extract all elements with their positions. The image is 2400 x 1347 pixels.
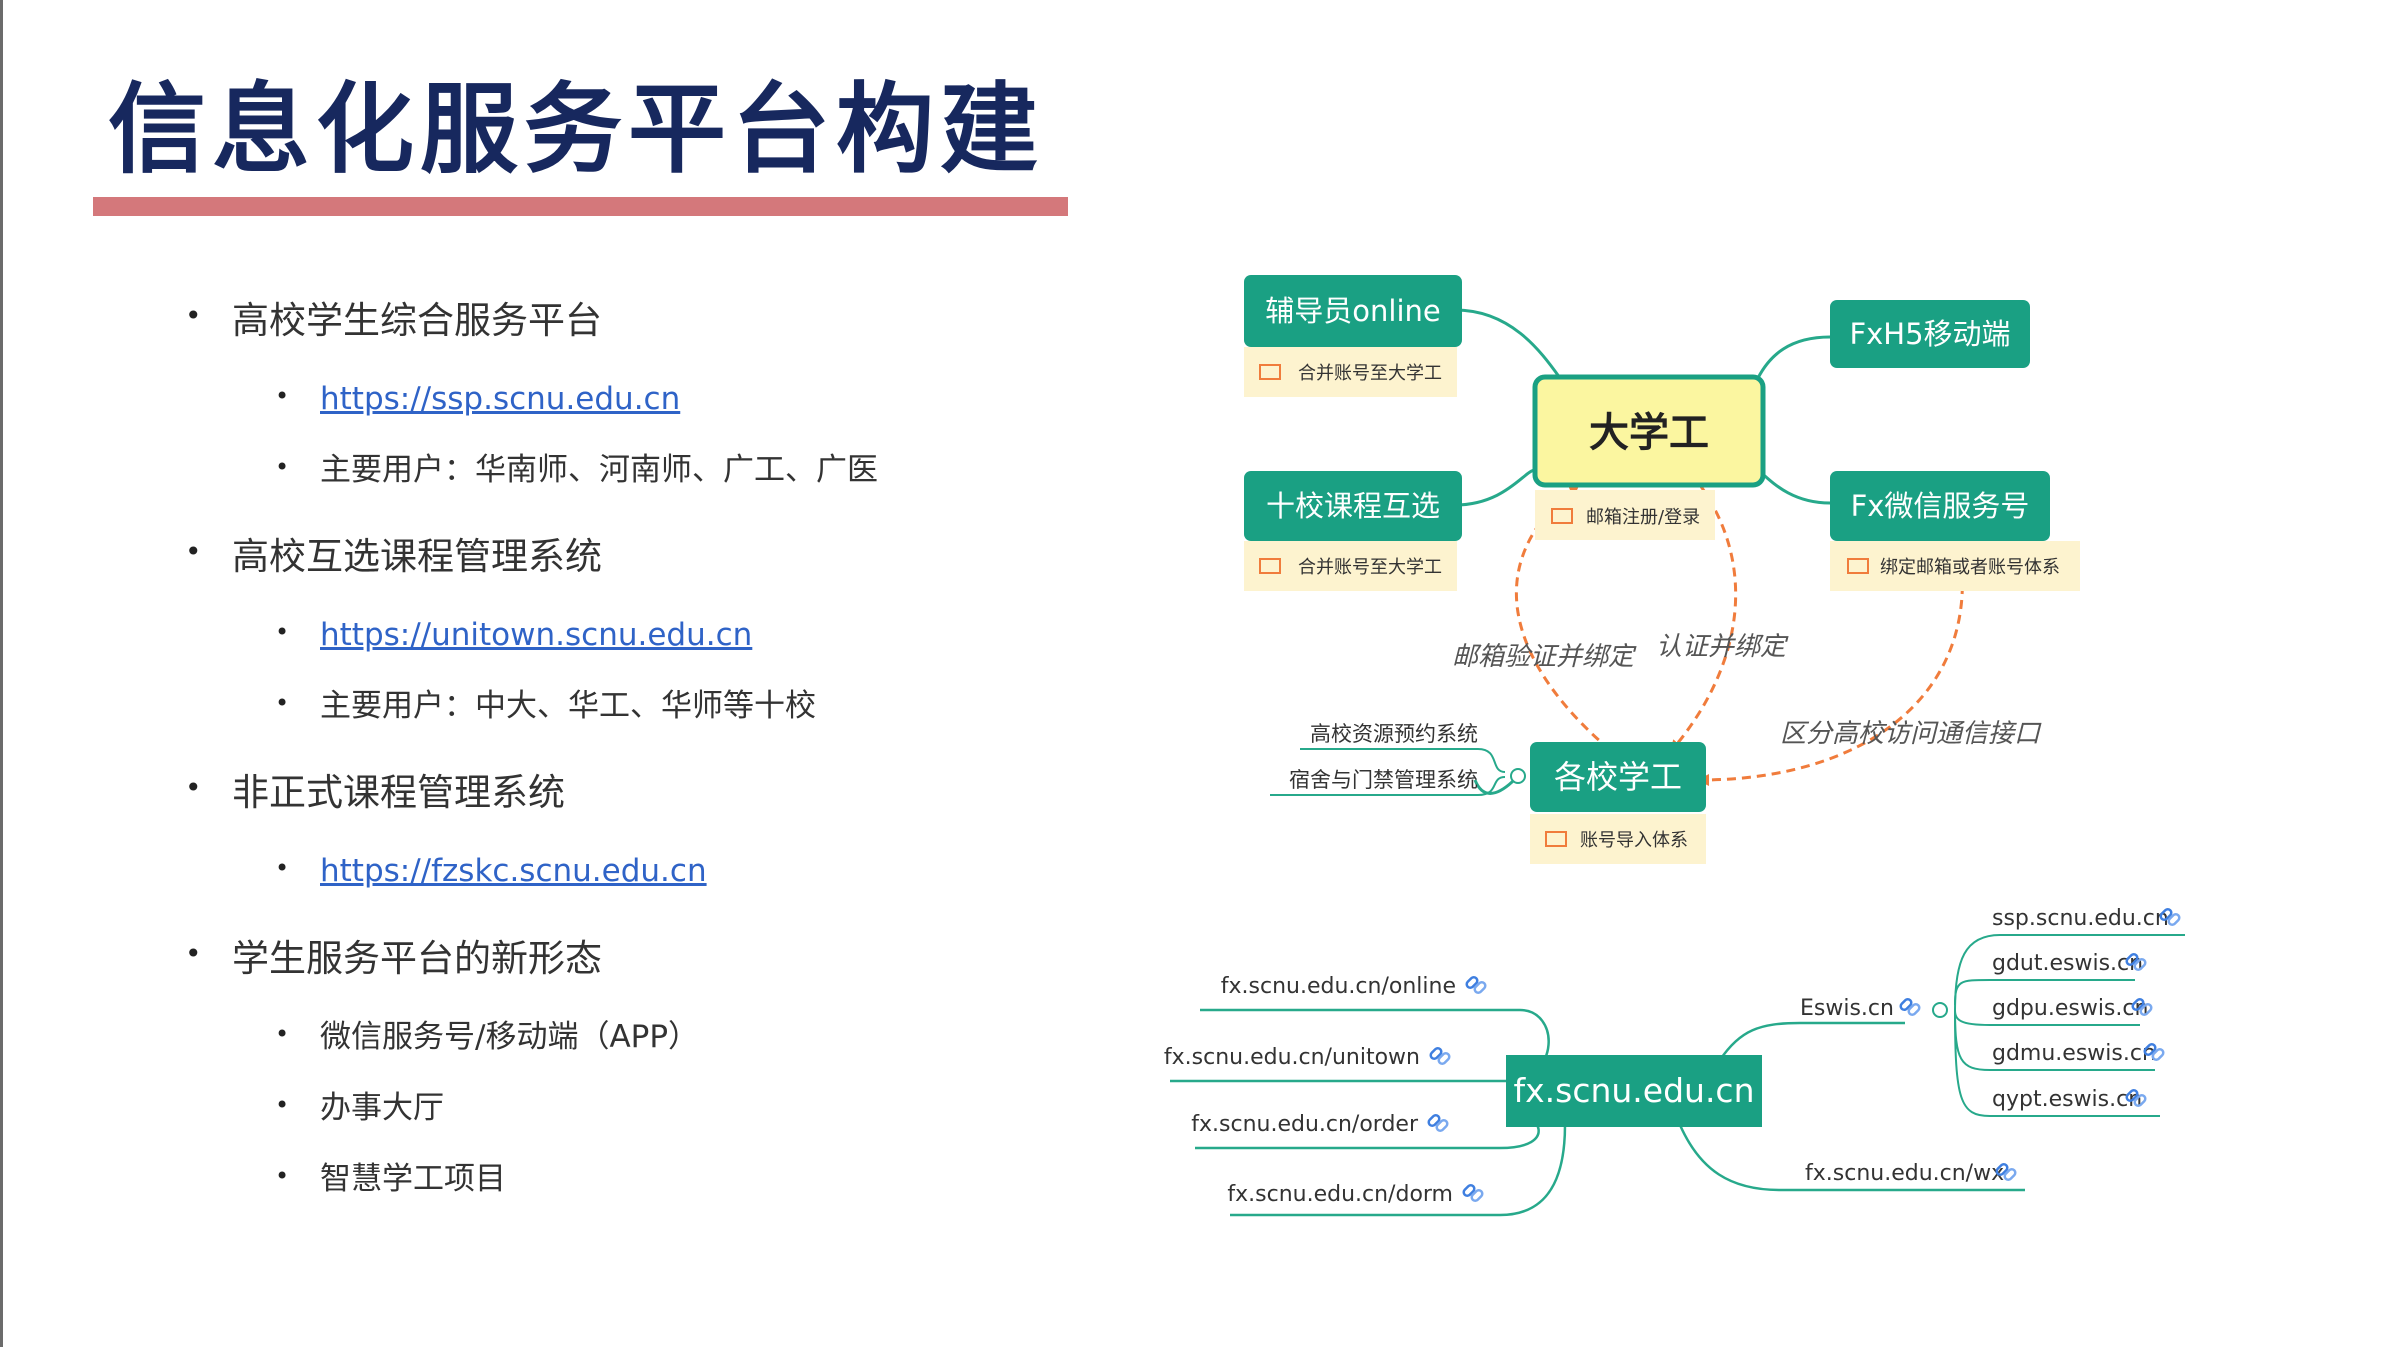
bullet-text: 高校互选课程管理系统 [232,535,602,578]
mindmap-account-system: 邮箱验证并绑定 认证并绑定 区分高校访问通信接口 大学工 邮箱注册/登录 辅导员… [1244,275,2080,864]
node-note: 绑定邮箱或者账号体系 [1880,557,2060,578]
bullet-dot: • [185,771,202,804]
bullet-text: 微信服务号/移动端（APP） [320,1019,700,1055]
bullet-dot: • [275,1091,290,1119]
bullet-dot: • [275,854,290,882]
slide-left-edge [0,0,3,1347]
bullet-dot: • [275,382,290,410]
branch-line [1757,468,1831,505]
bullet-dot: • [275,1162,290,1190]
note-icon [1545,831,1567,847]
bullet-dot: • [275,618,290,646]
note-icon [1847,558,1869,574]
branch-line [1718,1021,1905,1061]
domain-wx[interactable]: fx.scnu.edu.cn/wx [1805,1161,2004,1186]
node-shixiao-kecheng[interactable] [1244,471,1462,541]
domain-qypt[interactable]: qypt.eswis.cn [1992,1087,2142,1112]
bullet-text: 办事大厅 [320,1090,444,1126]
center-note-box [1535,490,1715,540]
domain-ssp[interactable]: ssp.scnu.edu.cn [1992,906,2169,931]
note-icon [1551,508,1573,524]
relation-auth-bind [1670,484,1738,753]
domain-online[interactable]: fx.scnu.edu.cn/online [1221,974,1456,999]
collapse-toggle[interactable] [1932,1002,1948,1018]
link-icon[interactable] [1428,1045,1452,1067]
branch-line [1678,1124,2025,1192]
link-icon[interactable] [1426,1112,1450,1134]
bullet-dot: • [275,453,290,481]
link-icon[interactable] [1464,974,1488,996]
center-node-label: 大学工 [1589,410,1709,456]
domain-dorm[interactable]: fx.scnu.edu.cn/dorm [1227,1182,1453,1207]
bullet-dot: • [185,299,202,332]
ssp-link[interactable]: https://ssp.scnu.edu.cn [320,381,681,417]
note-icon [1259,364,1281,380]
relation-label-diff-access: 区分高校访问通信接口 [1780,719,2042,749]
domain-eswis[interactable]: Eswis.cn [1800,996,1894,1021]
node-fx-wechat[interactable] [1830,471,2050,541]
bullet-text: 智慧学工项目 [320,1161,506,1197]
node-label: 辅导员online [1265,294,1440,328]
bullet-text: 主要用户：中大、华工、华师等十校 [320,688,816,724]
node-label: 各校学工 [1554,758,1682,796]
collapse-toggle[interactable] [1510,768,1526,784]
relation-label-auth-bind: 认证并绑定 [1656,632,1789,662]
node-fxh5[interactable] [1830,300,2030,368]
branch-line [1954,979,2135,1006]
node-label: Fx微信服务号 [1851,489,2030,523]
bullet-dot: • [275,1020,290,1048]
center-node-fx-scnu[interactable] [1506,1055,1762,1127]
node-gexiao-xuegong[interactable] [1530,742,1706,812]
link-icon[interactable] [1461,1182,1485,1204]
fzskc-link[interactable]: https://fzskc.scnu.edu.cn [320,853,707,889]
bullet-text: 学生服务平台的新形态 [232,937,602,980]
unitown-link[interactable]: https://unitown.scnu.edu.cn [320,617,753,653]
branch-line [1454,468,1536,507]
branch-line [1954,1009,2160,1117]
note-icon [1259,558,1281,574]
note-box [1530,814,1706,864]
slide-title: 信息化服务平台构建 [108,73,1045,187]
mindmap-domains: fx.scnu.edu.cn fx.scnu.edu.cn/online fx.… [1164,906,2185,1217]
bullet-text: 主要用户：华南师、河南师、广工、广医 [320,452,878,488]
node-note: 账号导入体系 [1580,830,1688,851]
branch-line [1230,1124,1567,1217]
domain-gdut[interactable]: gdut.eswis.cn [1992,951,2143,976]
bullet-dot: • [275,689,290,717]
domain-unitown[interactable]: fx.scnu.edu.cn/unitown [1164,1045,1420,1070]
branch-line [1170,1078,1525,1083]
subitem-dorm-access: 宿舍与门禁管理系统 [1289,768,1478,792]
domain-gdpu[interactable]: gdpu.eswis.cn [1992,996,2148,1021]
node-label: FxH5移动端 [1849,317,2010,351]
node-label: 十校课程互选 [1266,489,1440,523]
center-node-label: fx.scnu.edu.cn [1513,1071,1754,1110]
subitem-connector [1300,748,1506,773]
domain-gdmu[interactable]: gdmu.eswis.cn [1992,1041,2156,1066]
note-box [1830,541,2080,591]
bullet-text: 高校学生综合服务平台 [232,299,602,342]
subitem-resource-booking: 高校资源预约系统 [1310,722,1478,746]
bullet-dot: • [185,535,202,568]
subitem-connector [1270,776,1506,796]
center-node-daxuegong[interactable] [1532,374,1766,488]
bullet-dot: • [185,937,202,970]
link-icon[interactable] [1898,996,1922,1018]
relation-label-email-verify: 邮箱验证并绑定 [1452,642,1637,672]
node-note: 合并账号至大学工 [1298,363,1442,384]
center-note: 邮箱注册/登录 [1586,507,1700,528]
title-underline-bar [93,197,1068,216]
relation-diff-access [1697,569,1964,786]
branch-line [1454,308,1562,379]
node-note: 合并账号至大学工 [1298,557,1442,578]
bullet-text: 非正式课程管理系统 [232,771,565,814]
node-fudaoyuan-online[interactable] [1244,275,1462,347]
domain-order[interactable]: fx.scnu.edu.cn/order [1191,1112,1419,1137]
branch-line [1756,335,1831,379]
